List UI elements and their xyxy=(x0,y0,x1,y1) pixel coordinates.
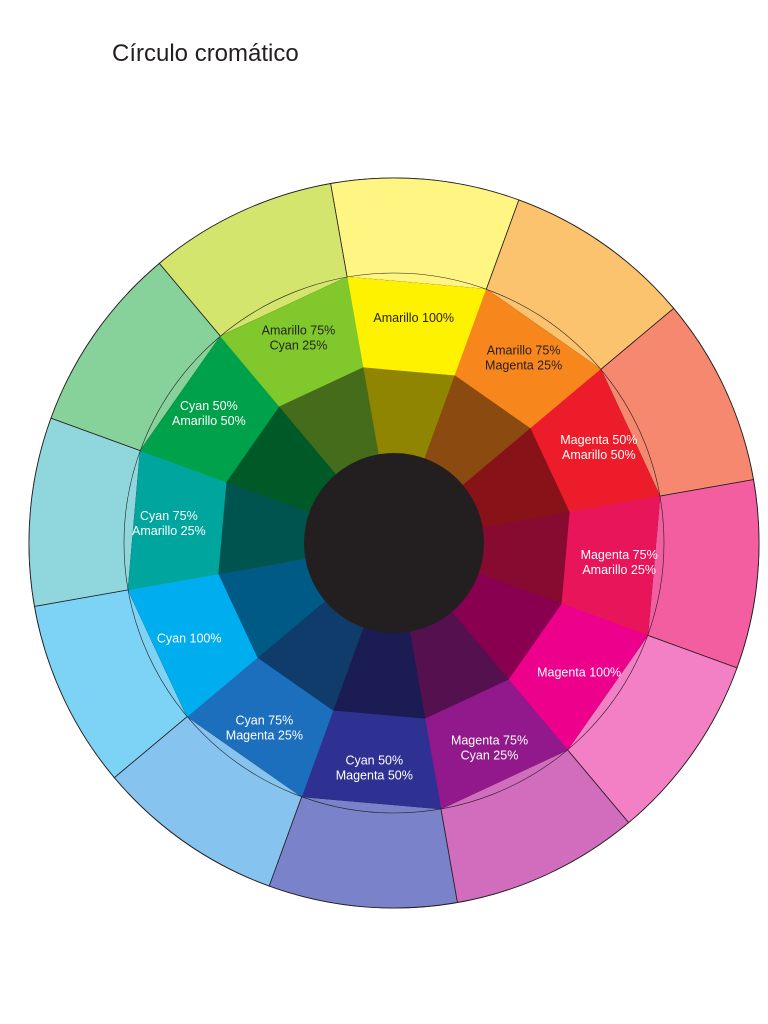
outer-tint-cyan-50-magenta-50 xyxy=(268,796,458,909)
segment-label-magenta-50-amarillo-50: Magenta 50%Amarillo 50% xyxy=(560,433,637,462)
segment-label-cyan-50-magenta-50: Cyan 50%Magenta 50% xyxy=(336,754,413,783)
segment-label-line: Amarillo 75% xyxy=(487,343,561,357)
segment-label-line: Amarillo 100% xyxy=(373,311,454,325)
segment-cyan-75-amarillo-25: Cyan 75%Amarillo 25% xyxy=(28,417,310,607)
segment-label-amarillo-75-cyan-25: Amarillo 75%Cyan 25% xyxy=(262,324,336,353)
segment-label-line: Amarillo 25% xyxy=(582,563,656,577)
segment-label-magenta-75-amarillo-25: Magenta 75%Amarillo 25% xyxy=(581,548,658,577)
segment-label-line: Cyan 25% xyxy=(461,748,519,762)
segment-magenta-50-amarillo-50: Magenta 50%Amarillo 50% xyxy=(462,307,754,528)
segment-label-cyan-75-magenta-25: Cyan 75%Magenta 25% xyxy=(226,714,303,743)
segment-label-amarillo-100: Amarillo 100% xyxy=(373,311,454,325)
outer-tint-amarillo-75-cyan-25 xyxy=(158,183,348,337)
segment-cyan-50-magenta-50: Cyan 50%Magenta 50% xyxy=(268,627,458,909)
segment-label-line: Amarillo 25% xyxy=(132,524,206,538)
segment-cyan-100: Cyan 100% xyxy=(34,558,326,779)
segment-magenta-75-cyan-25: Magenta 75%Cyan 25% xyxy=(409,611,630,903)
outer-tint-magenta-75-amarillo-25 xyxy=(647,479,760,669)
segment-label-amarillo-75-magenta-25: Amarillo 75%Magenta 25% xyxy=(485,343,562,372)
segment-label-line: Magenta 50% xyxy=(336,769,413,783)
segment-label-cyan-50-amarillo-50: Cyan 50%Amarillo 50% xyxy=(172,399,246,428)
segment-label-line: Magenta 25% xyxy=(226,729,303,743)
segment-label-line: Magenta 100% xyxy=(537,666,621,680)
wheel-center xyxy=(304,453,484,633)
segment-label-cyan-100: Cyan 100% xyxy=(157,632,222,646)
segment-label-line: Magenta 50% xyxy=(560,433,637,447)
segment-label-cyan-75-amarillo-25: Cyan 75%Amarillo 25% xyxy=(132,509,206,538)
segment-label-line: Cyan 75% xyxy=(140,509,198,523)
inner-shade-amarillo-75-cyan-25 xyxy=(279,367,379,475)
segment-magenta-100: Magenta 100% xyxy=(451,573,738,824)
outer-tint-cyan-75-amarillo-25 xyxy=(28,417,141,607)
segment-label-line: Cyan 100% xyxy=(157,632,222,646)
segment-label-line: Magenta 25% xyxy=(485,358,562,372)
page-title: Círculo cromático xyxy=(112,40,299,67)
segment-label-line: Amarillo 75% xyxy=(262,324,336,338)
segment-label-line: Magenta 75% xyxy=(581,548,658,562)
middle-ring-outline xyxy=(123,272,665,814)
segment-label-line: Amarillo 50% xyxy=(562,448,636,462)
outer-tint-amarillo-100 xyxy=(330,177,520,290)
segment-label-line: Cyan 50% xyxy=(345,754,403,768)
segment-cyan-75-magenta-25: Cyan 75%Magenta 25% xyxy=(113,600,364,887)
segment-label-magenta-100: Magenta 100% xyxy=(537,666,621,680)
segment-amarillo-75-cyan-25: Amarillo 75%Cyan 25% xyxy=(158,183,379,475)
segment-label-line: Cyan 50% xyxy=(180,399,238,413)
segment-amarillo-75-magenta-25: Amarillo 75%Magenta 25% xyxy=(424,199,675,486)
segment-label-line: Amarillo 50% xyxy=(172,414,246,428)
segment-cyan-50-amarillo-50: Cyan 50%Amarillo 50% xyxy=(50,262,337,513)
segment-label-line: Magenta 75% xyxy=(451,733,528,747)
segment-label-line: Cyan 75% xyxy=(236,714,294,728)
segment-label-line: Cyan 25% xyxy=(270,339,328,353)
segment-label-magenta-75-cyan-25: Magenta 75%Cyan 25% xyxy=(451,733,528,762)
